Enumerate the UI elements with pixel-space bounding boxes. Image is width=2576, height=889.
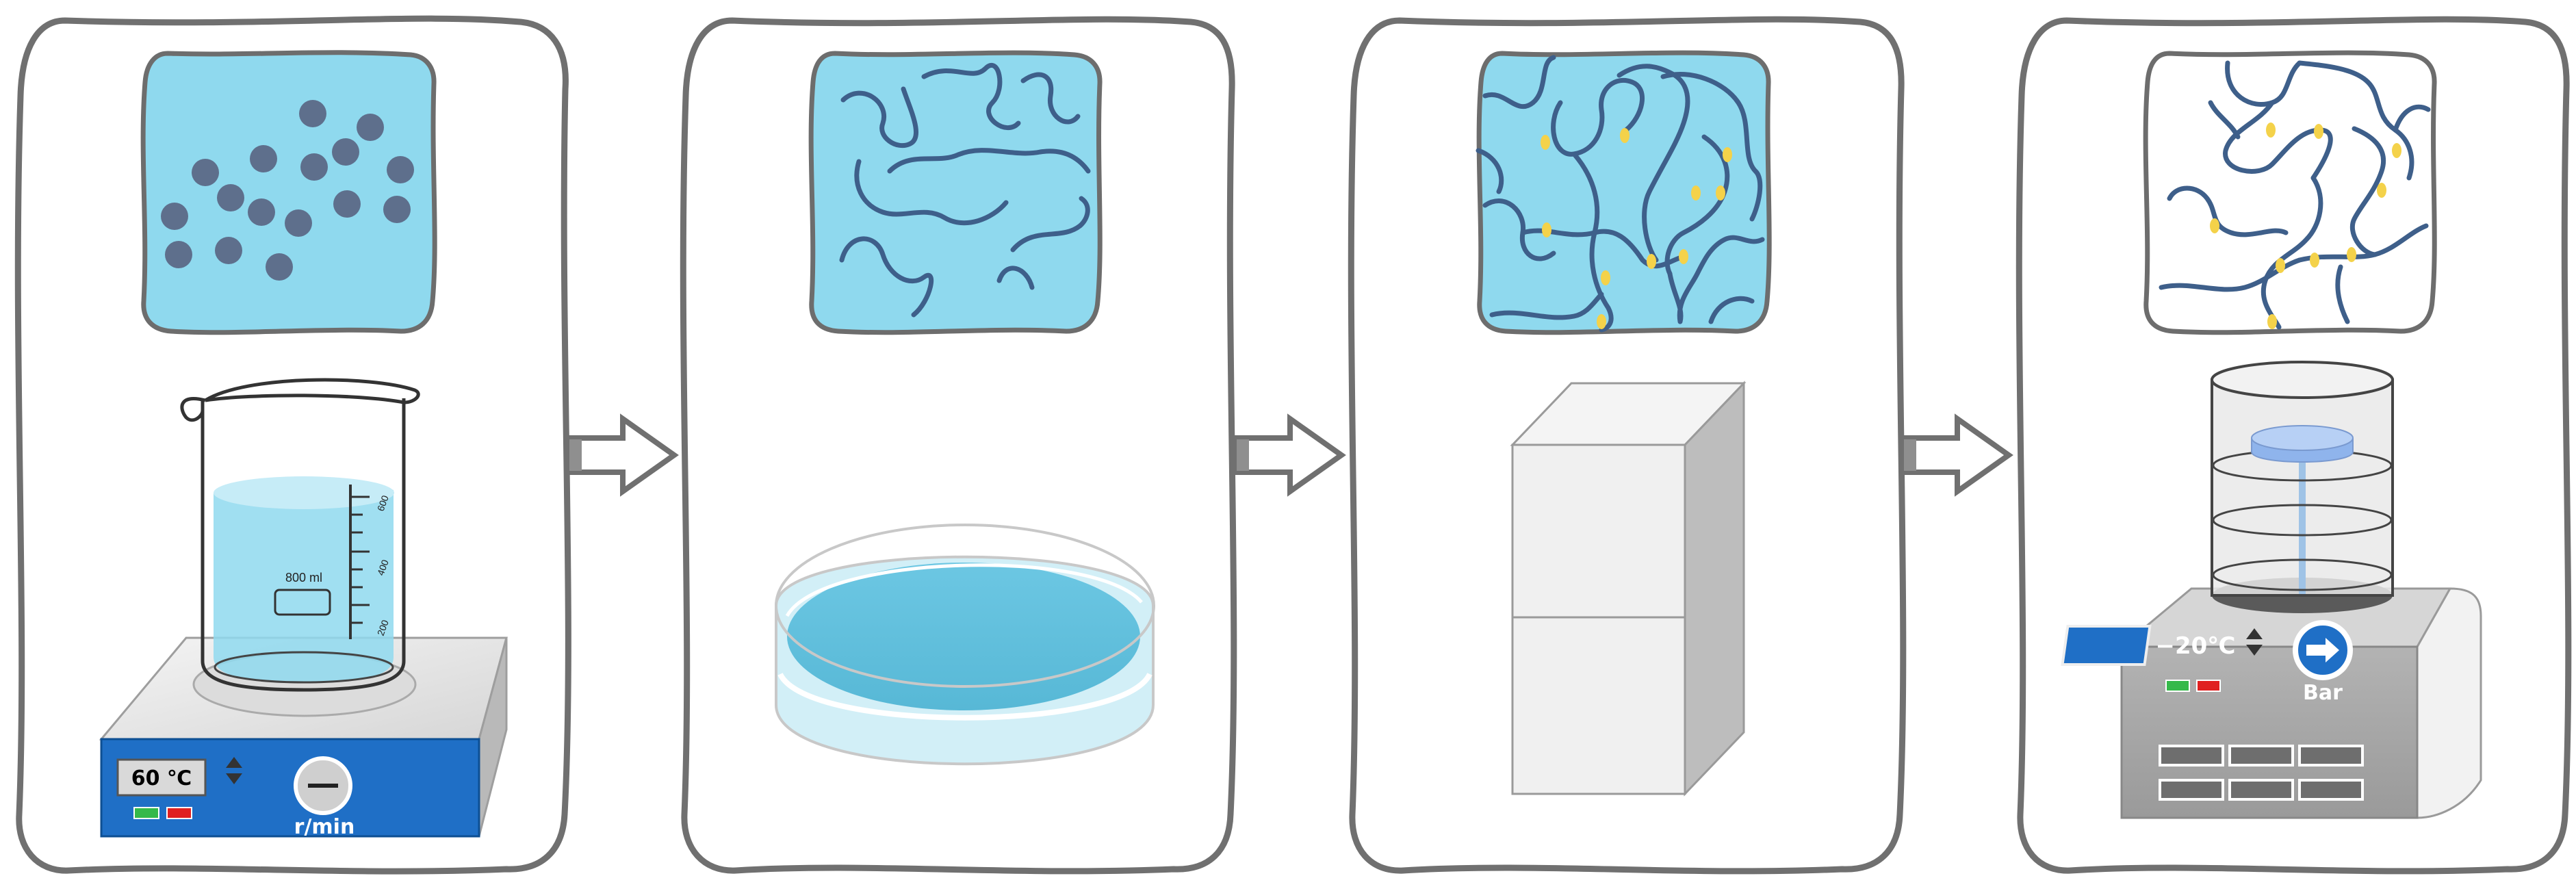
scale-ticks bbox=[350, 495, 370, 624]
right-arrow-icon bbox=[1233, 413, 1346, 497]
crosslinked-chains bbox=[1476, 55, 1765, 333]
dryer-indicator-red bbox=[2196, 680, 2221, 692]
temp-up-icon bbox=[226, 757, 242, 768]
dryer-temp-down-icon bbox=[2246, 645, 2263, 656]
right-arrow-icon bbox=[565, 413, 679, 497]
dry-square bbox=[2143, 50, 2437, 335]
dryer-indicator-green bbox=[2165, 680, 2190, 692]
dish-highlight bbox=[785, 563, 1143, 617]
polymer-chains bbox=[839, 62, 1091, 318]
scale-mark-400: 400 bbox=[375, 558, 391, 577]
dryer-temperature-display bbox=[2061, 625, 2152, 666]
dryer-side-window bbox=[2416, 587, 2482, 819]
particles bbox=[161, 100, 414, 281]
speed-unit-label: r/min bbox=[294, 815, 355, 839]
arrow-2-to-3 bbox=[1233, 413, 1346, 497]
liquid-surface bbox=[214, 476, 394, 509]
panel-frame bbox=[2015, 16, 2572, 875]
temperature-display bbox=[116, 758, 207, 797]
beaker-liquid bbox=[214, 482, 394, 683]
beaker-volume-label: 800 ml bbox=[285, 571, 322, 584]
panel-4: −20℃ Bar bbox=[2015, 16, 2572, 875]
dish-solution bbox=[787, 563, 1140, 710]
dry-crosslink-points bbox=[2210, 123, 2401, 329]
micro-view-crosslinked-solution bbox=[1476, 50, 1772, 335]
chamber-top bbox=[2211, 361, 2394, 399]
panel-frame bbox=[14, 15, 571, 875]
pressure-unit-label: Bar bbox=[2303, 681, 2343, 705]
solution-square bbox=[140, 50, 437, 335]
sample-disc bbox=[2251, 425, 2354, 463]
temp-down-icon bbox=[226, 773, 242, 784]
beaker: 600 400 200 800 ml bbox=[180, 378, 420, 692]
panel-frame bbox=[680, 16, 1237, 875]
beaker-wall bbox=[201, 398, 406, 692]
panel-3 bbox=[1348, 16, 1907, 875]
freeze-dryer: −20℃ Bar bbox=[2061, 361, 2482, 819]
crosslink-points bbox=[1541, 128, 1732, 329]
scale-mark-600: 600 bbox=[375, 493, 391, 513]
beaker-rim bbox=[180, 378, 420, 422]
scale-mark-200: 200 bbox=[375, 618, 391, 637]
beaker-bottom bbox=[214, 651, 394, 684]
arrow-3-to-4 bbox=[1900, 413, 2013, 497]
freezer bbox=[1510, 381, 1747, 797]
panel-1: 60 ℃ r/min 600 400 bbox=[14, 15, 571, 875]
temperature-readout: 60 ℃ bbox=[131, 766, 192, 790]
panel-2 bbox=[680, 16, 1237, 875]
arrow-shadow bbox=[1237, 439, 1249, 471]
dish-front-rim bbox=[777, 672, 1152, 721]
micro-view-particles bbox=[140, 50, 437, 335]
petri-dish bbox=[775, 524, 1155, 766]
arrow-shadow bbox=[1904, 439, 1916, 471]
micro-view-dry-network bbox=[2143, 50, 2437, 335]
freezer-lower-door bbox=[1511, 616, 1686, 795]
pressure-arrow-icon bbox=[2306, 638, 2339, 662]
arrow-1-to-2 bbox=[565, 413, 679, 497]
freezer-side bbox=[1684, 381, 1745, 797]
right-arrow-icon bbox=[1900, 413, 2013, 497]
dryer-vents bbox=[2159, 745, 2364, 801]
panel-frame bbox=[1348, 16, 1907, 875]
arrow-shadow bbox=[569, 439, 582, 471]
dryer-temp-up-icon bbox=[2246, 628, 2263, 639]
indicator-green bbox=[133, 807, 159, 819]
beaker-label-box bbox=[274, 589, 331, 616]
dryer-temperature-readout: −20℃ bbox=[2156, 632, 2236, 660]
indicator-red bbox=[166, 807, 192, 819]
dish-rim bbox=[775, 524, 1155, 688]
micro-view-polymer-chains bbox=[808, 50, 1103, 335]
freezer-upper-door bbox=[1511, 443, 1686, 619]
